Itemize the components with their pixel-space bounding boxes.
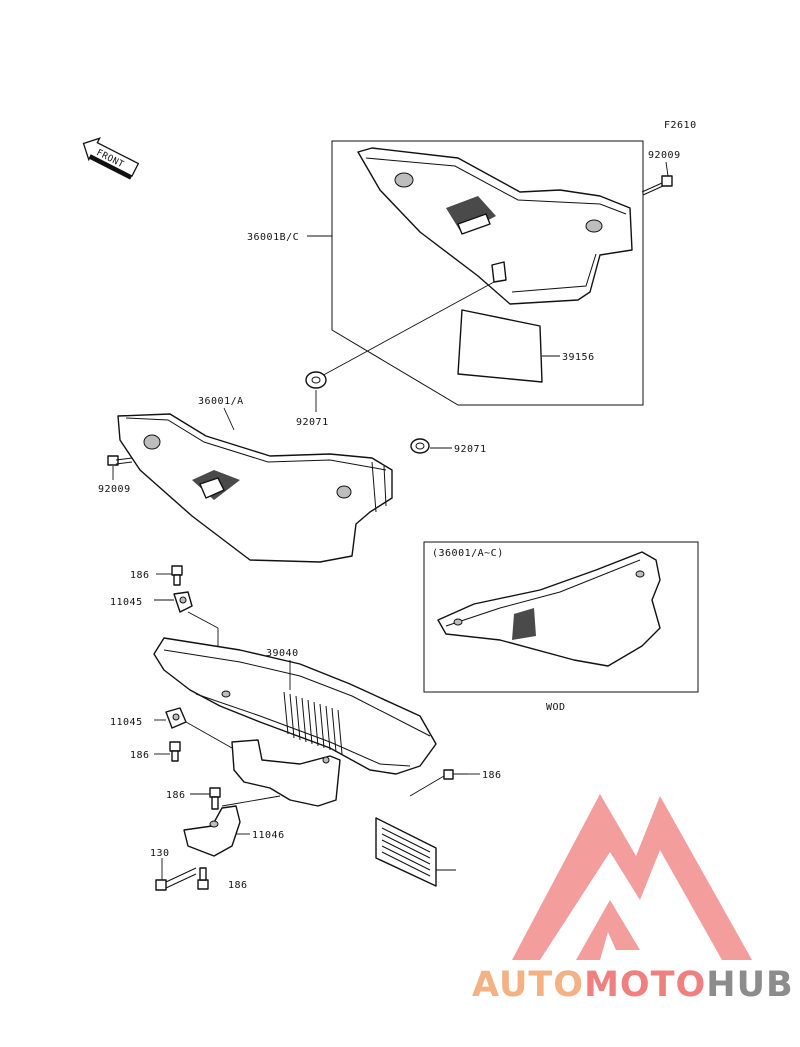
label-92009-left: 92009 <box>98 484 131 495</box>
chain-guard-ribs <box>283 691 343 755</box>
label-186-d: 186 <box>228 880 248 891</box>
bolt-186-d-icon <box>197 867 209 890</box>
inset-title: (36001/A~C) <box>432 548 504 559</box>
detail-frame <box>331 140 644 406</box>
watermark-moto: MOTO <box>584 965 706 1005</box>
label-11046: 11046 <box>252 830 285 841</box>
grommet-92071-b-icon <box>410 438 430 454</box>
label-92071-b: 92071 <box>454 444 487 455</box>
bolt-130-icon <box>155 867 197 891</box>
watermark-hub: HUB <box>706 965 793 1005</box>
ref-label-sticker <box>375 817 437 887</box>
bolt-186-a-icon <box>171 565 183 586</box>
front-arrow-icon: FRONT <box>82 137 140 180</box>
label-36001a: 36001/A <box>198 396 244 407</box>
watermark-logo-icon <box>512 794 752 960</box>
bolt-186-c-icon <box>209 787 221 810</box>
clip-11045-b-icon <box>165 707 187 729</box>
label-130: 130 <box>150 848 170 859</box>
label-186-a: 186 <box>130 570 150 581</box>
clip-11045-a-icon <box>173 591 193 613</box>
label-186-b: 186 <box>130 750 150 761</box>
bolt-92009-left-icon <box>107 455 133 466</box>
label-plate-39156 <box>457 309 543 383</box>
label-92071-a: 92071 <box>296 417 329 428</box>
label-39040: 39040 <box>266 648 299 659</box>
bracket-11046 <box>183 805 241 857</box>
chain-guard-39040 <box>153 637 437 807</box>
label-11045-b: 11045 <box>110 717 143 728</box>
label-92009-top: 92009 <box>648 150 681 161</box>
watermark-text: AUTOMOTOHUB <box>472 965 794 1005</box>
label-11045-a: 11045 <box>110 597 143 608</box>
inset-side-cover <box>437 551 661 667</box>
label-186-c: 186 <box>166 790 186 801</box>
inset-frame <box>423 541 699 693</box>
bolt-186-b-icon <box>169 741 181 762</box>
label-36001bc: 36001B/C <box>247 232 299 243</box>
grommet-92071-a-icon <box>305 371 327 389</box>
figure-code: F2610 <box>664 120 697 131</box>
side-cover-36001a <box>117 413 393 563</box>
watermark-auto: AUTO <box>472 965 584 1005</box>
bolt-92009-top-icon <box>641 175 673 196</box>
bolt-186-right-icon <box>443 769 468 780</box>
inset-caption: WOD <box>546 702 566 713</box>
side-cover-36001bc <box>357 147 633 305</box>
label-186-right: 186 <box>482 770 502 781</box>
label-39156: 39156 <box>562 352 595 363</box>
